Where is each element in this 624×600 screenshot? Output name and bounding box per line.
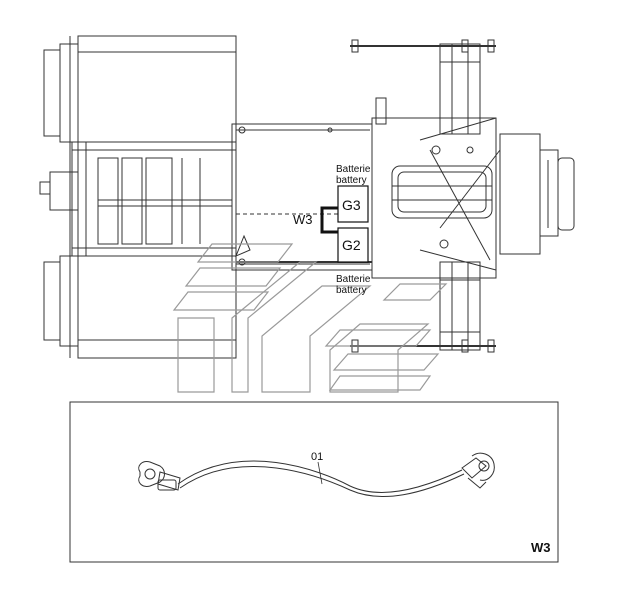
battery-bottom-label-de: Batterie — [336, 274, 371, 285]
battery-g2-box — [337, 227, 369, 263]
battery-top-label-en: battery — [336, 175, 367, 186]
watermark-logo — [172, 243, 448, 393]
battery-cable-part — [138, 452, 495, 498]
front-drum — [39, 35, 237, 359]
battery-g3: G3 — [337, 185, 369, 223]
detail-frame — [69, 401, 559, 563]
detail-panel: 01 W3 — [69, 401, 559, 563]
rear-wheel-bottom — [350, 261, 496, 353]
detail-title-w3: W3 — [531, 540, 551, 555]
cable-w3-highlight — [320, 206, 338, 234]
battery-g3-label: G3 — [342, 197, 361, 213]
battery-g3-box — [337, 185, 369, 223]
part-leader-line — [317, 461, 323, 485]
rear-wheel-top — [350, 39, 496, 135]
battery-bottom-label-en: battery — [336, 285, 367, 296]
battery-top-label-de: Batterie — [336, 164, 371, 175]
battery-g2: G2 — [337, 227, 369, 263]
drum-frame — [71, 141, 237, 257]
machine-top-view — [39, 35, 575, 359]
battery-g2-label: G2 — [342, 237, 361, 253]
rear-section — [371, 117, 575, 279]
cable-callout-w3: W3 — [293, 212, 313, 227]
part-number-01: 01 — [311, 451, 323, 463]
